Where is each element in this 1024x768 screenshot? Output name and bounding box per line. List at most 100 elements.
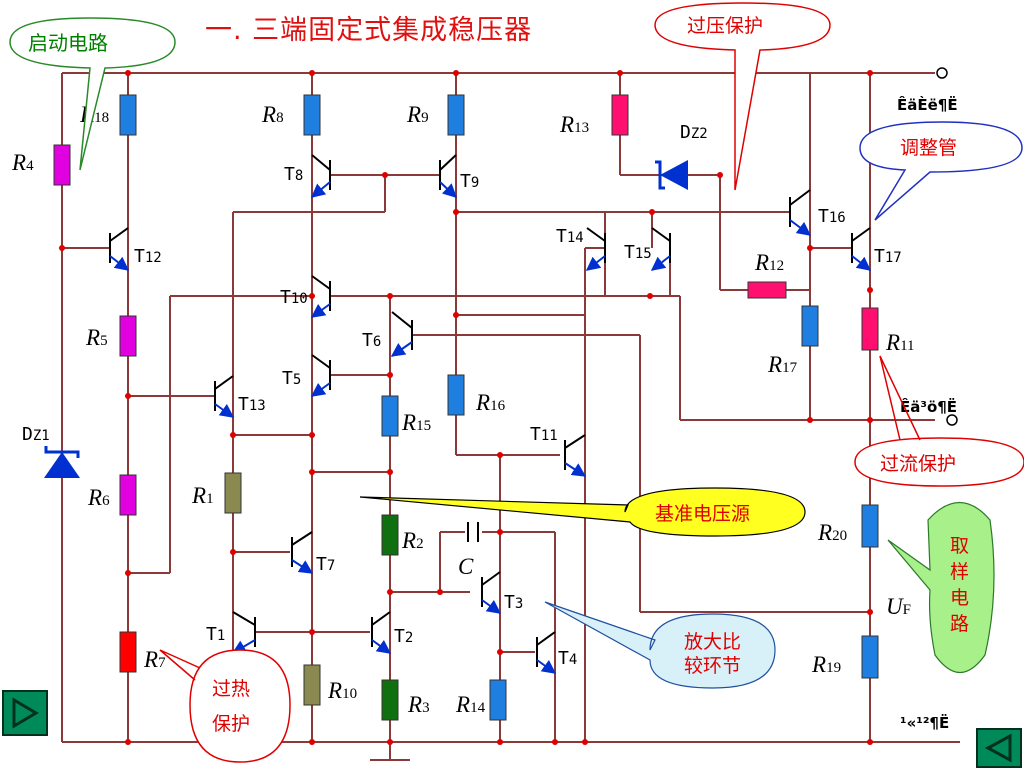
label-R12: R12 (754, 250, 784, 275)
resistor-R3 (381, 679, 399, 721)
transistor-T15 (650, 227, 671, 271)
label-DZ1: DZ1 (22, 424, 50, 445)
label-R2: R2 (401, 528, 424, 553)
resistor-R14 (489, 679, 507, 721)
transistor-T4 (536, 631, 557, 674)
resistor-R19 (861, 635, 879, 679)
callout-sampling-char-3: 电 (950, 587, 969, 609)
label-R16: R16 (475, 390, 506, 415)
callout-overcurrent-text: 过流保护 (880, 453, 956, 475)
resistor-labels: R18 R4 R8 R9 R13 R12 R5 R17 R11 R16 R15 … (11, 102, 915, 717)
resistor-R16 (447, 374, 465, 416)
label-R20: R20 (817, 520, 847, 545)
transistor-T7 (291, 531, 314, 574)
zener-DZ2 (655, 160, 688, 190)
label-T15: T15 (624, 242, 652, 263)
transistor-T13 (214, 375, 235, 418)
resistor-R6 (119, 474, 137, 516)
transistor-T5 (310, 354, 331, 397)
transistor-T1 (231, 611, 256, 654)
callout-amplifier-line1: 放大比 (684, 631, 741, 653)
terminal-circles (936, 67, 958, 426)
label-T13: T13 (238, 394, 266, 415)
resistor-R15 (381, 395, 399, 437)
callout-sampling-char-4: 路 (950, 613, 969, 635)
transistor-T8 (310, 154, 331, 198)
callout-adjust-tube: 调整管 (859, 121, 1023, 221)
callout-thermal-line1: 过热 (212, 678, 250, 700)
label-T2: T2 (394, 626, 413, 647)
common-terminal-label: ¹«¹²¶Ë (900, 713, 949, 732)
label-R7: R7 (143, 647, 166, 672)
callout-reference-text: 基准电压源 (655, 503, 750, 525)
label-T7: T7 (316, 554, 335, 575)
resistor-R12 (747, 281, 787, 299)
resistor-R13 (611, 94, 629, 136)
callout-thermal: 过热 保护 (159, 649, 291, 763)
callout-sampling-char-1: 取 (950, 535, 969, 557)
label-T1: T1 (206, 624, 225, 645)
label-R13: R13 (559, 112, 589, 137)
callout-overvoltage-text: 过压保护 (687, 15, 763, 37)
transistor-labels: T8 T9 T16 T12 T14 T15 T17 T10 T6 T5 T13 … (134, 164, 902, 669)
transistor-T3 (481, 571, 502, 614)
capacitor-C (467, 522, 479, 542)
label-T5: T5 (282, 368, 301, 389)
label-T8: T8 (284, 164, 303, 185)
resistor-R17 (801, 305, 819, 347)
label-T10: T10 (280, 287, 308, 308)
resistor-bodies (53, 94, 879, 721)
label-T6: T6 (362, 330, 381, 351)
transistor-T14 (585, 227, 606, 271)
resistor-R5 (119, 315, 137, 357)
callout-sampling-char-2: 样 (950, 561, 969, 583)
callout-amplifier: 放大比 较环节 (544, 601, 776, 689)
junction-dots (59, 70, 873, 745)
label-R11: R11 (885, 330, 915, 355)
label-T12: T12 (134, 246, 162, 267)
output-terminal-label: Êä³ö¶Ë (900, 397, 957, 416)
label-R3: R3 (407, 692, 430, 717)
label-C: C (458, 554, 474, 579)
label-R17: R17 (767, 352, 798, 377)
resistor-R7 (119, 631, 137, 673)
label-R15: R15 (401, 410, 431, 435)
zener-DZ1 (44, 446, 80, 478)
label-T4: T4 (558, 648, 577, 669)
transistor-T9 (439, 154, 458, 198)
input-terminal-label: ÊäÈë¶Ë (897, 95, 958, 114)
resistor-R2 (381, 514, 399, 556)
transistor-T2 (371, 611, 392, 654)
callout-sampling: 取 样 电 路 (887, 501, 995, 673)
label-DZ2: DZ2 (680, 122, 708, 143)
transistor-symbols (109, 154, 872, 674)
label-T16: T16 (818, 206, 846, 227)
label-R9: R9 (406, 102, 429, 127)
resistor-R8 (303, 94, 321, 136)
transistor-T6 (390, 311, 413, 357)
resistor-R4 (53, 144, 71, 186)
label-T17: T17 (874, 246, 902, 267)
resistor-R11 (861, 307, 879, 351)
label-R4: R4 (11, 150, 34, 175)
label-T9: T9 (460, 171, 479, 192)
label-R8: R8 (261, 102, 284, 127)
callout-overcurrent: 过流保护 (854, 355, 1024, 487)
label-R10: R10 (327, 678, 357, 703)
callout-overvoltage: 过压保护 (654, 2, 831, 191)
label-R1: R1 (191, 483, 214, 508)
callout-adjust-tube-text: 调整管 (900, 137, 957, 159)
transistor-T11 (564, 434, 587, 477)
label-T3: T3 (504, 592, 523, 613)
next-slide-button[interactable] (976, 728, 1022, 768)
label-R19: R19 (811, 652, 841, 677)
label-T11: T11 (530, 424, 558, 445)
transistor-T10 (310, 275, 331, 318)
resistor-R9 (447, 94, 465, 136)
prev-slide-button[interactable] (2, 690, 48, 736)
callout-startup: 启动电路 (9, 17, 176, 171)
label-R6: R6 (87, 485, 110, 510)
transistor-T12 (109, 227, 130, 271)
resistor-R10 (303, 664, 321, 706)
